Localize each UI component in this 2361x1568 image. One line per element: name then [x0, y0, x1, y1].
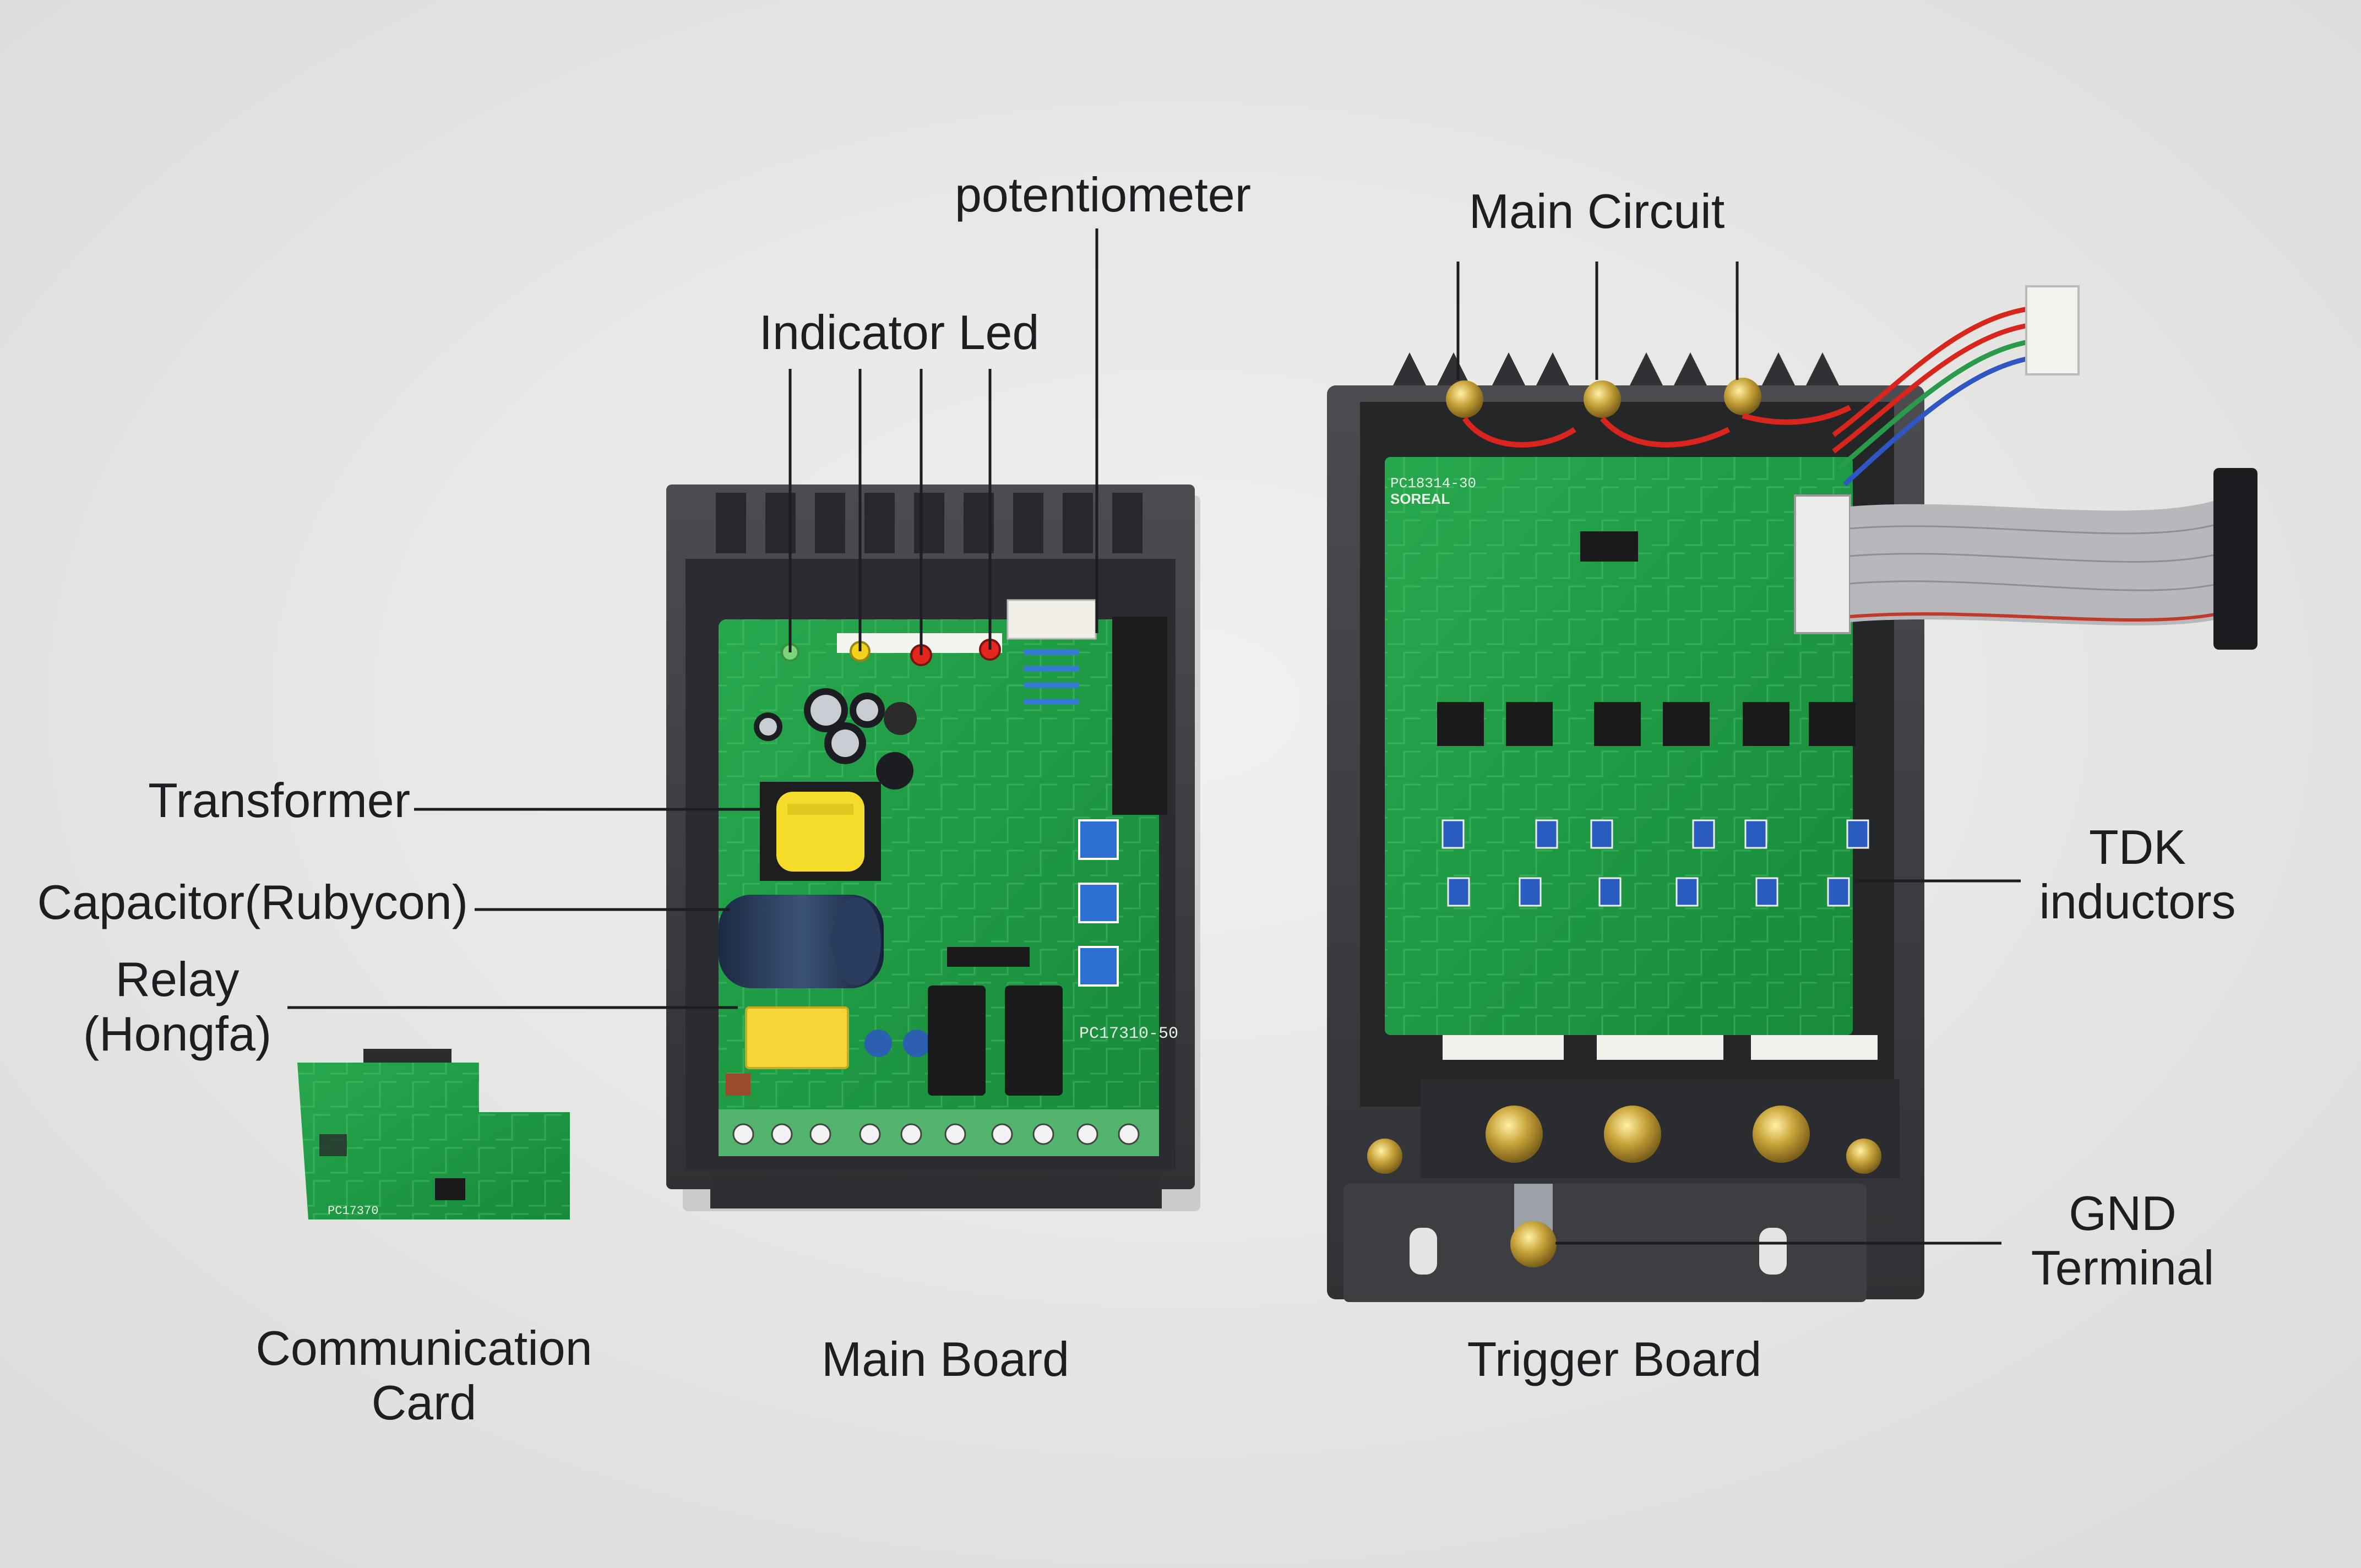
tdk-inductor-array [1441, 819, 1869, 907]
signal-wires [1832, 306, 2032, 487]
label-relay: Relay (Hongfa) [83, 952, 271, 1061]
transformer [760, 782, 881, 881]
gnd-screw [1510, 1221, 1557, 1267]
label-main-board: Main Board [821, 1332, 1070, 1386]
terminal-screws [732, 1123, 1140, 1145]
comm-connector [363, 1049, 451, 1064]
label-communication-line2: Card [371, 1375, 477, 1430]
relay [745, 1006, 849, 1069]
label-transformer: Transformer [148, 773, 410, 827]
label-potentiometer: potentiometer [954, 167, 1252, 222]
brown-resistor [726, 1074, 750, 1096]
label-relay-line2: (Hongfa) [83, 1006, 272, 1061]
red-wires [1462, 405, 1852, 448]
ribbon-header [1112, 617, 1167, 815]
potentiometer-2 [1078, 883, 1119, 923]
label-capacitor: Capacitor(Rubycon) [37, 875, 468, 929]
comm-pcb-id: PC17370 [328, 1204, 378, 1218]
main-pcb-id: PC17310-50 [1079, 1025, 1178, 1043]
main-capacitor [719, 895, 884, 988]
ribbon-plug [2213, 468, 2257, 650]
label-relay-line1: Relay [115, 952, 240, 1006]
main-enclosure-bottom [710, 1175, 1162, 1208]
main-circuit-screws [1446, 378, 1761, 418]
label-tdk-line1: TDK [2088, 820, 2186, 874]
label-tdk-line2: inductors [2039, 874, 2236, 929]
white-plug [2025, 285, 2080, 375]
blue-cap-1 [864, 1030, 892, 1057]
blue-cap-2 [903, 1030, 931, 1057]
label-gnd-terminal: GND Terminal [2031, 1186, 2215, 1295]
label-tdk-inductors: TDK inductors [2039, 820, 2235, 929]
leader-lines [287, 228, 2021, 1245]
ribbon-cable [1850, 496, 2230, 626]
black-relay-1 [928, 986, 986, 1096]
potentiometer-1 [1078, 819, 1119, 860]
trigger-ic [1580, 531, 1638, 562]
label-gnd-line2: Terminal [2031, 1240, 2215, 1295]
main-enclosure-vents [716, 493, 1143, 553]
black-relay-2 [1005, 986, 1063, 1096]
terminal-blocks [1443, 1035, 1878, 1060]
power-terminals [1367, 1079, 1900, 1178]
resistor-bank [1024, 650, 1079, 705]
main-board-unit: PC17310-50 [666, 484, 1200, 1211]
white-connector [1007, 599, 1097, 640]
potentiometer-3 [1078, 946, 1119, 987]
small-capacitors [754, 688, 917, 790]
label-indicator-led: Indicator Led [759, 305, 1040, 360]
ic-chip [947, 947, 1030, 967]
label-communication-line1: Communication [255, 1321, 592, 1375]
thyristor-packages [1437, 702, 1856, 746]
comm-chip [435, 1178, 465, 1200]
label-gnd-line1: GND [2069, 1186, 2177, 1240]
label-trigger-board: Trigger Board [1467, 1332, 1762, 1386]
communication-card: PC17370 [297, 1049, 570, 1219]
trigger-pcb-id: PC18314-30 [1390, 475, 1476, 492]
label-main-circuit: Main Circuit [1468, 184, 1725, 238]
label-communication-card: Communication Card [255, 1321, 592, 1430]
brand-silkscreen: SOREAL [1390, 491, 1450, 507]
ribbon-connector [1794, 494, 1851, 634]
